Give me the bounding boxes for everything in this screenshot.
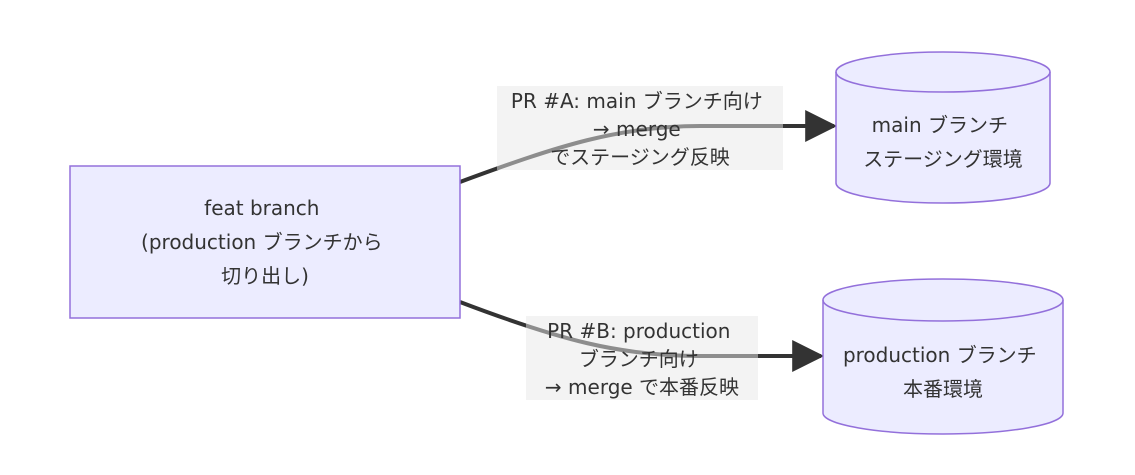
node-main-branch-line-1: main ブランチ <box>872 113 1008 137</box>
node-production-branch-label: production ブランチ 本番環境 <box>843 343 1043 401</box>
edge-pr-a-label-line-3: でステージング反映 <box>550 145 730 169</box>
edge-pr-a-label-line-1: PR #A: main ブランチ向け <box>511 89 763 113</box>
node-feat-branch-line-1: feat branch <box>204 196 319 220</box>
node-feat-branch: feat branch (production ブランチから 切り出し) <box>69 165 461 319</box>
node-main-branch-line-2: ステージング環境 <box>863 147 1023 171</box>
node-feat-branch-line-3: 切り出し) <box>221 264 309 288</box>
edge-pr-b-label-line-2: ブランチ向け <box>579 347 699 371</box>
edge-pr-b-label-line-3: → merge で本番反映 <box>545 375 739 399</box>
node-production-branch-cylinder-top <box>822 299 1064 322</box>
edge-pr-a-label: PR #A: main ブランチ向け → merge でステージング反映 <box>511 89 769 169</box>
edge-pr-a-label-line-2: → merge <box>593 117 681 141</box>
node-main-branch: main ブランチ ステージング環境 <box>835 51 1051 204</box>
edge-pr-b-label: PR #B: production ブランチ向け → merge で本番反映 <box>545 319 739 399</box>
edge-pr-b-label-line-1: PR #B: production <box>547 319 730 343</box>
node-main-branch-cylinder-top <box>835 71 1051 93</box>
node-feat-branch-label: feat branch (production ブランチから 切り出し) <box>141 196 389 288</box>
edge-pr-a-label-bg <box>497 86 783 170</box>
edge-pr-b-label-bg <box>526 316 758 400</box>
node-main-branch-label: main ブランチ ステージング環境 <box>863 113 1023 171</box>
edge-pr-b: PR #B: production ブランチ向け → merge で本番反映 <box>459 300 825 400</box>
node-feat-branch-box <box>69 165 461 319</box>
node-feat-branch-line-2: (production ブランチから <box>141 230 383 254</box>
node-production-branch-line-2: 本番環境 <box>903 377 983 401</box>
edge-pr-a: PR #A: main ブランチ向け → merge でステージング反映 <box>459 86 838 184</box>
node-production-branch-line-1: production ブランチ <box>843 343 1037 367</box>
node-production-branch: production ブランチ 本番環境 <box>822 278 1064 435</box>
